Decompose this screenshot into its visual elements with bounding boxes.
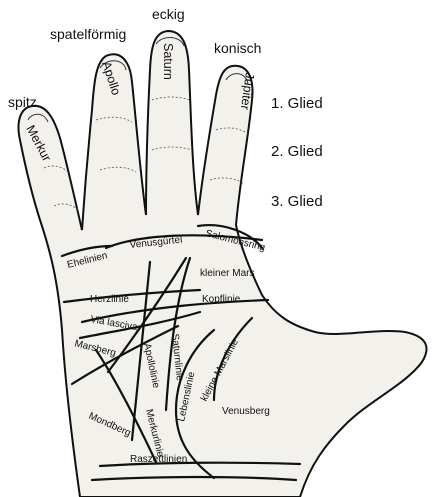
jupiter-joint-2	[209, 177, 245, 185]
ehelinien-line	[60, 244, 114, 258]
herzlinie-line	[62, 288, 202, 304]
label-venusguertel: Venusgürtel	[129, 235, 183, 251]
kleiner-mars-line	[106, 256, 188, 374]
venusguertel-line	[104, 234, 264, 250]
phalanx-label-1: 1. Glied	[271, 95, 323, 112]
merkurlinie-line	[94, 348, 158, 464]
salomonsring-line	[196, 224, 264, 250]
raszettlinie-2	[90, 475, 298, 482]
hand-outline	[17, 29, 428, 497]
raszettlinie-1	[98, 461, 302, 468]
merkur-nail	[27, 113, 49, 123]
kopflinie-line	[80, 298, 270, 324]
finger-name-jupiter: Jupiter	[238, 72, 257, 111]
jupiter-joint-1	[215, 127, 249, 135]
label-raszettlinien: Raszettlinien	[130, 454, 187, 465]
label-saturnlinie: Saturnlinie	[169, 333, 185, 382]
phalanx-label-3: 3. Glied	[271, 193, 323, 210]
merkur-joint-2	[53, 203, 79, 211]
merkur-joint-1	[43, 165, 69, 173]
kleine-marslinie-line	[212, 316, 254, 402]
phalanx-label-2: 2. Glied	[271, 143, 323, 160]
label-venusberg: Venusberg	[222, 406, 270, 417]
jupiter-nail	[225, 73, 249, 85]
saturnlinie-line	[164, 256, 192, 412]
finger-name-saturn: Saturn	[161, 43, 175, 80]
finger-shape-spitz: spitz	[8, 94, 37, 110]
apollo-nail	[99, 60, 127, 71]
lebenslinie-line	[174, 328, 216, 480]
finger-shape-spatelfoermig: spatelförmig	[50, 26, 126, 42]
label-kopflinie: Kopflinie	[202, 294, 241, 305]
marsberg-line	[70, 324, 180, 386]
label-kleiner-mars: kleiner Mars	[200, 268, 254, 279]
finger-shape-eckig: eckig	[152, 6, 185, 22]
finger-shape-konisch: konisch	[214, 40, 261, 56]
saturn-joint-2	[151, 146, 193, 151]
saturn-nail	[155, 37, 185, 47]
label-herzlinie: Herzlinie	[90, 294, 129, 305]
